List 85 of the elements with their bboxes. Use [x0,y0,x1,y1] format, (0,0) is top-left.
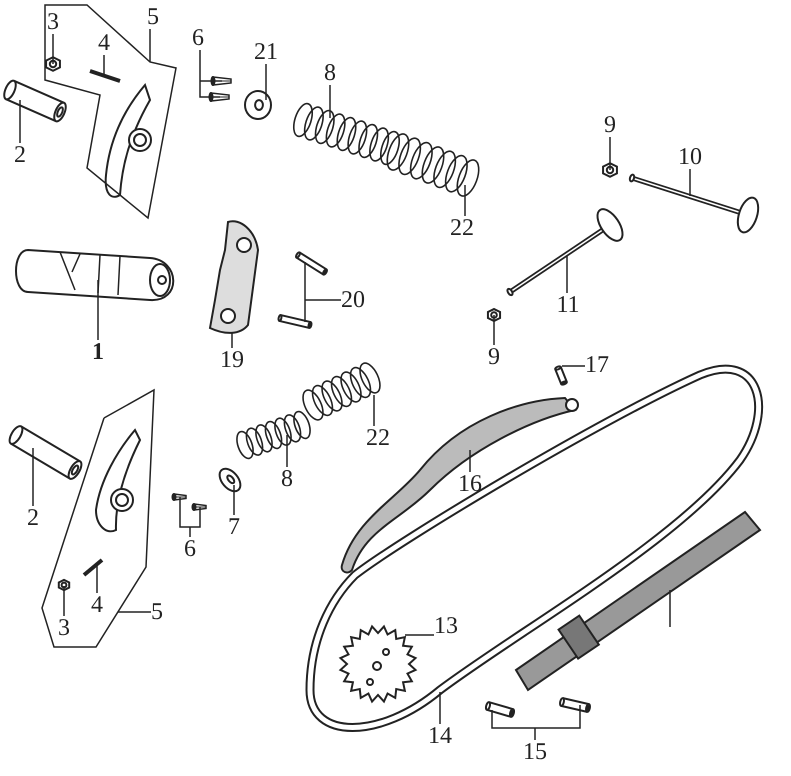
leader-line [689,169,691,196]
leader-line [103,55,105,76]
leader-line [19,100,21,143]
callout-number: 2 [27,506,39,530]
pin-drawing [8,425,82,480]
spring-retainer-drawing [218,468,242,492]
tensioner-guide-drawing [514,510,762,692]
leader-line [491,704,581,741]
leader-line [304,261,342,323]
valve-spring-drawing [236,410,311,460]
valve-seal-drawing [602,162,618,178]
callout-number: 15 [523,740,547,764]
callout-number: 13 [434,614,458,638]
leader-line [286,435,288,467]
callout-number: 5 [151,600,163,624]
bolt-drawing [554,365,568,386]
valve-drawing [506,208,624,296]
leader-line [96,565,98,593]
leader-line [199,49,223,98]
leader-line [493,315,495,345]
leader-line [609,137,611,170]
valve-keeper-drawing [208,92,230,102]
callout-number: 10 [678,145,702,169]
bolt-drawing [484,701,516,718]
callout-number: 11 [556,293,580,317]
valve-keeper-drawing [172,493,187,501]
valve-drawing [628,174,760,234]
callout-number: 14 [428,724,452,748]
chain-guide-drawing [340,397,579,574]
leader-line [97,280,99,340]
leader-line [179,496,201,538]
callout-number: 22 [366,426,390,450]
leader-line [149,29,151,62]
callout-number: 3 [47,10,59,34]
pin-drawing [3,80,67,122]
callout-number: 22 [450,216,474,240]
callout-number: 20 [341,288,365,312]
callout-number: 17 [585,353,609,377]
valve-keeper-drawing [210,76,232,86]
callout-number: 19 [220,348,244,372]
camshaft-holder-drawing [209,220,259,334]
screw-drawing [278,314,312,329]
valve-seal-drawing [486,308,502,322]
valve-keeper-drawing [192,503,207,511]
leader-line [405,634,434,636]
assembly-outline [44,4,177,220]
callout-number: 6 [184,537,196,561]
callout-number: 5 [147,5,159,29]
leader-line [562,365,585,367]
valve-spring-drawing [293,102,400,166]
leader-line [233,485,235,515]
callout-number: 6 [192,26,204,50]
leader-line [464,185,466,216]
leader-line [469,450,471,472]
leader-line [439,692,441,724]
leader-line [373,395,375,426]
callout-number: 8 [281,467,293,491]
camshaft-drawing [15,249,174,301]
callout-number: 1 [92,340,104,364]
callout-number: 7 [228,515,240,539]
sprocket-drawing [338,624,418,704]
nut-drawing [58,578,70,592]
leader-line [63,586,65,616]
callout-number: 3 [58,616,70,640]
spring-retainer-drawing [244,90,272,120]
valve-spring-drawing [302,362,381,421]
callout-number: 4 [98,31,110,55]
leader-line [231,332,233,348]
callout-number: 2 [14,143,26,167]
callout-number: 8 [324,61,336,85]
callout-number: 21 [254,40,278,64]
callout-number: 16 [458,472,482,496]
callout-number: 9 [488,345,500,369]
valve-spring-drawing [386,133,480,197]
callout-number: 4 [91,593,103,617]
bolt-drawing [559,697,591,713]
leader-line [265,64,267,100]
leader-line [32,448,34,506]
screw-drawing [295,251,328,276]
leader-line [669,590,671,627]
leader-line [118,611,151,613]
callout-number: 9 [604,113,616,137]
leader-line [329,85,331,118]
leader-line [52,34,54,64]
leader-line [566,256,568,293]
